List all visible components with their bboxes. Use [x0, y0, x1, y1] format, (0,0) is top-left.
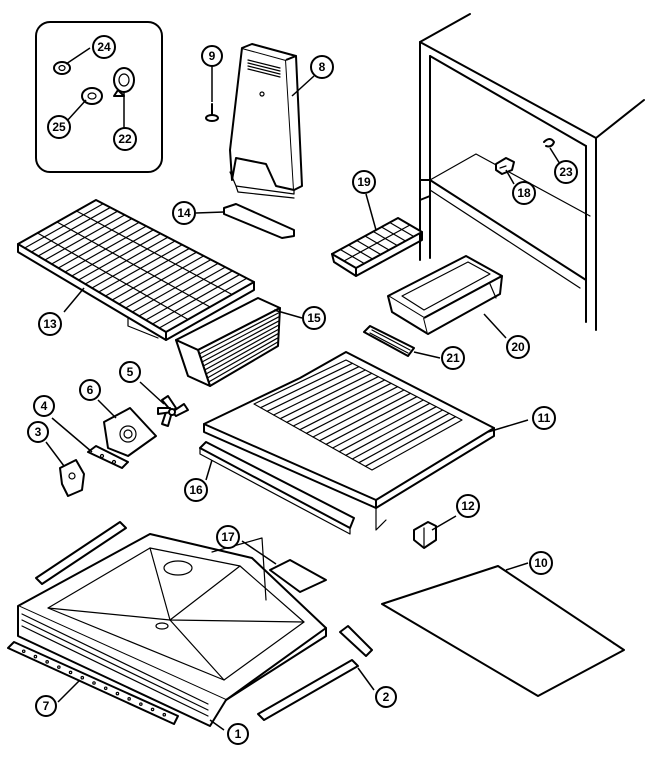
- callout-5: 5: [119, 361, 141, 383]
- callout-10: 10: [529, 551, 553, 575]
- svg-text:8: 8: [319, 60, 326, 74]
- svg-text:10: 10: [534, 556, 548, 570]
- svg-text:17: 17: [221, 530, 235, 544]
- svg-text:7: 7: [43, 699, 50, 713]
- svg-text:13: 13: [43, 317, 57, 331]
- svg-text:12: 12: [461, 499, 475, 513]
- part-21-rail: [363, 325, 415, 357]
- callout-1: 1: [227, 723, 249, 745]
- part-12-bracket: [413, 521, 437, 549]
- part-2-rail: [257, 625, 373, 721]
- part-4-bracket: [87, 445, 129, 469]
- part-18-bracket: [495, 157, 515, 175]
- callout-16: 16: [184, 478, 208, 502]
- svg-text:2: 2: [383, 690, 390, 704]
- part-10-panel: [381, 565, 625, 697]
- callout-11: 11: [532, 406, 556, 430]
- callout-15: 15: [302, 306, 326, 330]
- part-8-control-housing: [229, 43, 303, 199]
- callout-13: 13: [38, 312, 62, 336]
- part-20-drawer: [387, 255, 503, 335]
- callout-2: 2: [375, 686, 397, 708]
- svg-text:19: 19: [357, 175, 371, 189]
- callout-24: 24: [92, 35, 116, 59]
- callout-6: 6: [79, 379, 101, 401]
- callout-12: 12: [456, 494, 480, 518]
- part-14-shelf-support: [223, 203, 295, 239]
- callout-23: 23: [554, 160, 578, 184]
- svg-text:22: 22: [118, 132, 132, 146]
- svg-text:18: 18: [517, 186, 531, 200]
- part-24-nut: [53, 61, 71, 75]
- callout-25: 25: [47, 115, 71, 139]
- part-22-roller: [113, 67, 135, 97]
- part-5-fan-blade: [157, 395, 189, 427]
- callout-17: 17: [216, 525, 240, 549]
- part-6-fan-shroud: [103, 407, 157, 457]
- part-3-motor: [59, 459, 85, 497]
- leader-lines: [45, 47, 561, 731]
- callout-22: 22: [113, 127, 137, 151]
- part-11-shelf-frame: [203, 351, 495, 531]
- svg-text:9: 9: [209, 49, 216, 63]
- part-17-plate: [269, 559, 327, 593]
- callout-4: 4: [33, 395, 55, 417]
- part-13-wire-shelf: [17, 199, 255, 341]
- svg-text:23: 23: [559, 165, 573, 179]
- part-16-trim-strip: [199, 441, 355, 535]
- svg-text:6: 6: [87, 383, 94, 397]
- svg-text:14: 14: [177, 206, 191, 220]
- svg-text:4: 4: [41, 399, 48, 413]
- svg-text:5: 5: [127, 365, 134, 379]
- part-25-bushing: [81, 87, 103, 105]
- svg-text:24: 24: [97, 40, 111, 54]
- callout-20: 20: [506, 335, 530, 359]
- callout-21: 21: [441, 346, 465, 370]
- part-1-base-pan: [17, 533, 327, 727]
- svg-text:21: 21: [446, 351, 460, 365]
- svg-text:1: 1: [235, 727, 242, 741]
- callout-3: 3: [27, 421, 49, 443]
- svg-text:3: 3: [35, 425, 42, 439]
- part-23-clip: [543, 138, 555, 148]
- part-19-ice-tray: [331, 217, 423, 277]
- part-15-crisper-cover: [175, 297, 281, 387]
- svg-text:16: 16: [189, 483, 203, 497]
- svg-text:25: 25: [52, 120, 66, 134]
- callout-9: 9: [201, 45, 223, 67]
- svg-text:11: 11: [538, 411, 551, 425]
- svg-text:20: 20: [511, 340, 525, 354]
- callout-8: 8: [310, 55, 334, 79]
- callout-7: 7: [35, 695, 57, 717]
- callout-19: 19: [352, 170, 376, 194]
- part-9-screw: [205, 103, 219, 122]
- part-7-rail: [7, 641, 179, 725]
- rail-upper-left: [35, 521, 127, 585]
- callout-14: 14: [172, 201, 196, 225]
- callout-18: 18: [512, 181, 536, 205]
- cabinet-section: [419, 13, 645, 331]
- svg-text:15: 15: [307, 311, 321, 325]
